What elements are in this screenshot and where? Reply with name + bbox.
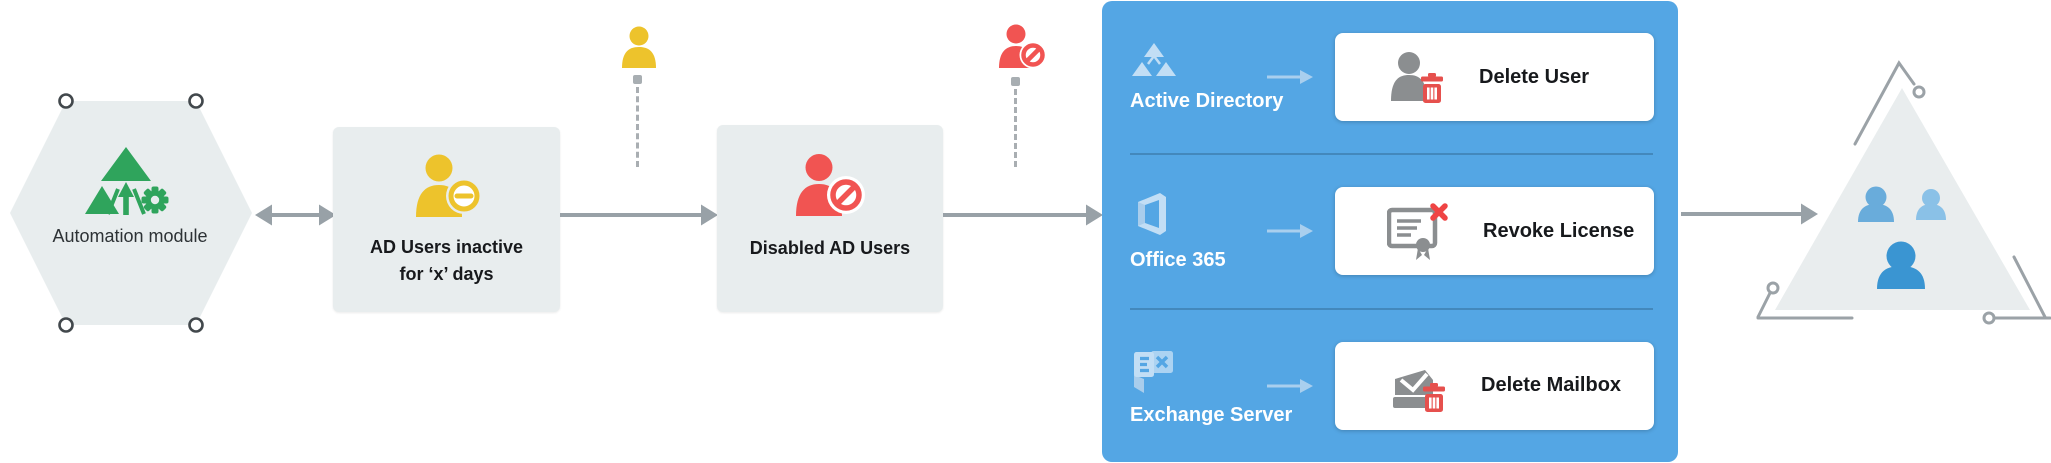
- ad-triangles-icon: [1132, 43, 1176, 77]
- dashed-connector: [1014, 89, 1017, 167]
- panel-row-active-directory: Active Directory: [1102, 1, 1678, 153]
- panel-divider: [1130, 307, 1653, 310]
- panel-row-office-365: Office 365 Revoke License: [1102, 155, 1678, 307]
- service-label: Exchange Server: [1130, 403, 1293, 426]
- certificate-x-icon: [1387, 203, 1448, 261]
- deprovision-actions-panel: Active Directory: [1102, 1, 1678, 462]
- arrow-inactive-to-disabled: [560, 204, 718, 226]
- triangles-gear-logo-icon: [85, 147, 169, 215]
- arrow-disabled-to-panel: [943, 204, 1103, 226]
- dashed-connector: [636, 87, 639, 167]
- service-active-directory: Active Directory: [1130, 41, 1283, 113]
- service-label: Office 365: [1130, 249, 1226, 272]
- node-disabled-ad-users: Disabled AD Users: [717, 125, 943, 312]
- node-inactive-ad-users: AD Users inactive for ‘x’ days: [333, 127, 560, 312]
- action-label: Revoke License: [1483, 219, 1635, 242]
- service-office-365: Office 365: [1130, 190, 1226, 272]
- user-trash-icon: [1391, 52, 1443, 104]
- corner-handle-icons: [58, 93, 204, 333]
- arrow-right-icon: [1267, 378, 1313, 393]
- connector-dot: [1011, 77, 1020, 86]
- action-card-delete-user: Delete User: [1335, 33, 1654, 122]
- user-group-triangle-icon: [1756, 60, 2051, 325]
- user-yellow-icon: [622, 26, 656, 68]
- user-blocked-icon: [796, 154, 865, 216]
- arrow-hexagon-to-inactive: [255, 204, 336, 226]
- arrow-right-icon: [1267, 70, 1313, 85]
- user-medium-icon: [1858, 186, 1894, 222]
- automation-module-hexagon: [10, 93, 252, 333]
- disabled-users-label: Disabled AD Users: [749, 238, 911, 258]
- sketch-outline: [1756, 60, 2051, 325]
- automation-module-label: Automation module: [52, 226, 208, 246]
- user-blocked-red-icon: [999, 24, 1047, 69]
- exchange-logo-icon: [1134, 350, 1173, 393]
- service-label: Active Directory: [1130, 90, 1284, 113]
- user-minus-icon: [415, 154, 482, 217]
- panel-divider: [1130, 153, 1653, 156]
- service-exchange-server: Exchange Server: [1130, 345, 1292, 427]
- office-365-logo-icon: [1138, 193, 1166, 236]
- arrow-panel-to-users: [1681, 203, 1818, 225]
- arrow-right-icon: [1267, 224, 1313, 239]
- user-large-icon: [1877, 241, 1925, 289]
- action-card-revoke-license: Revoke License: [1335, 187, 1654, 276]
- panel-row-exchange-server: Exchange Server: [1102, 310, 1678, 462]
- action-card-delete-mailbox: Delete Mailbox: [1335, 341, 1654, 430]
- action-label: Delete Mailbox: [1481, 374, 1622, 397]
- user-small-icon: [1916, 189, 1946, 220]
- mailbox-trash-icon: [1393, 369, 1445, 412]
- inactive-users-label: AD Users inactive for ‘x’ days: [369, 237, 524, 284]
- action-label: Delete User: [1479, 65, 1590, 88]
- connector-dot: [633, 75, 642, 84]
